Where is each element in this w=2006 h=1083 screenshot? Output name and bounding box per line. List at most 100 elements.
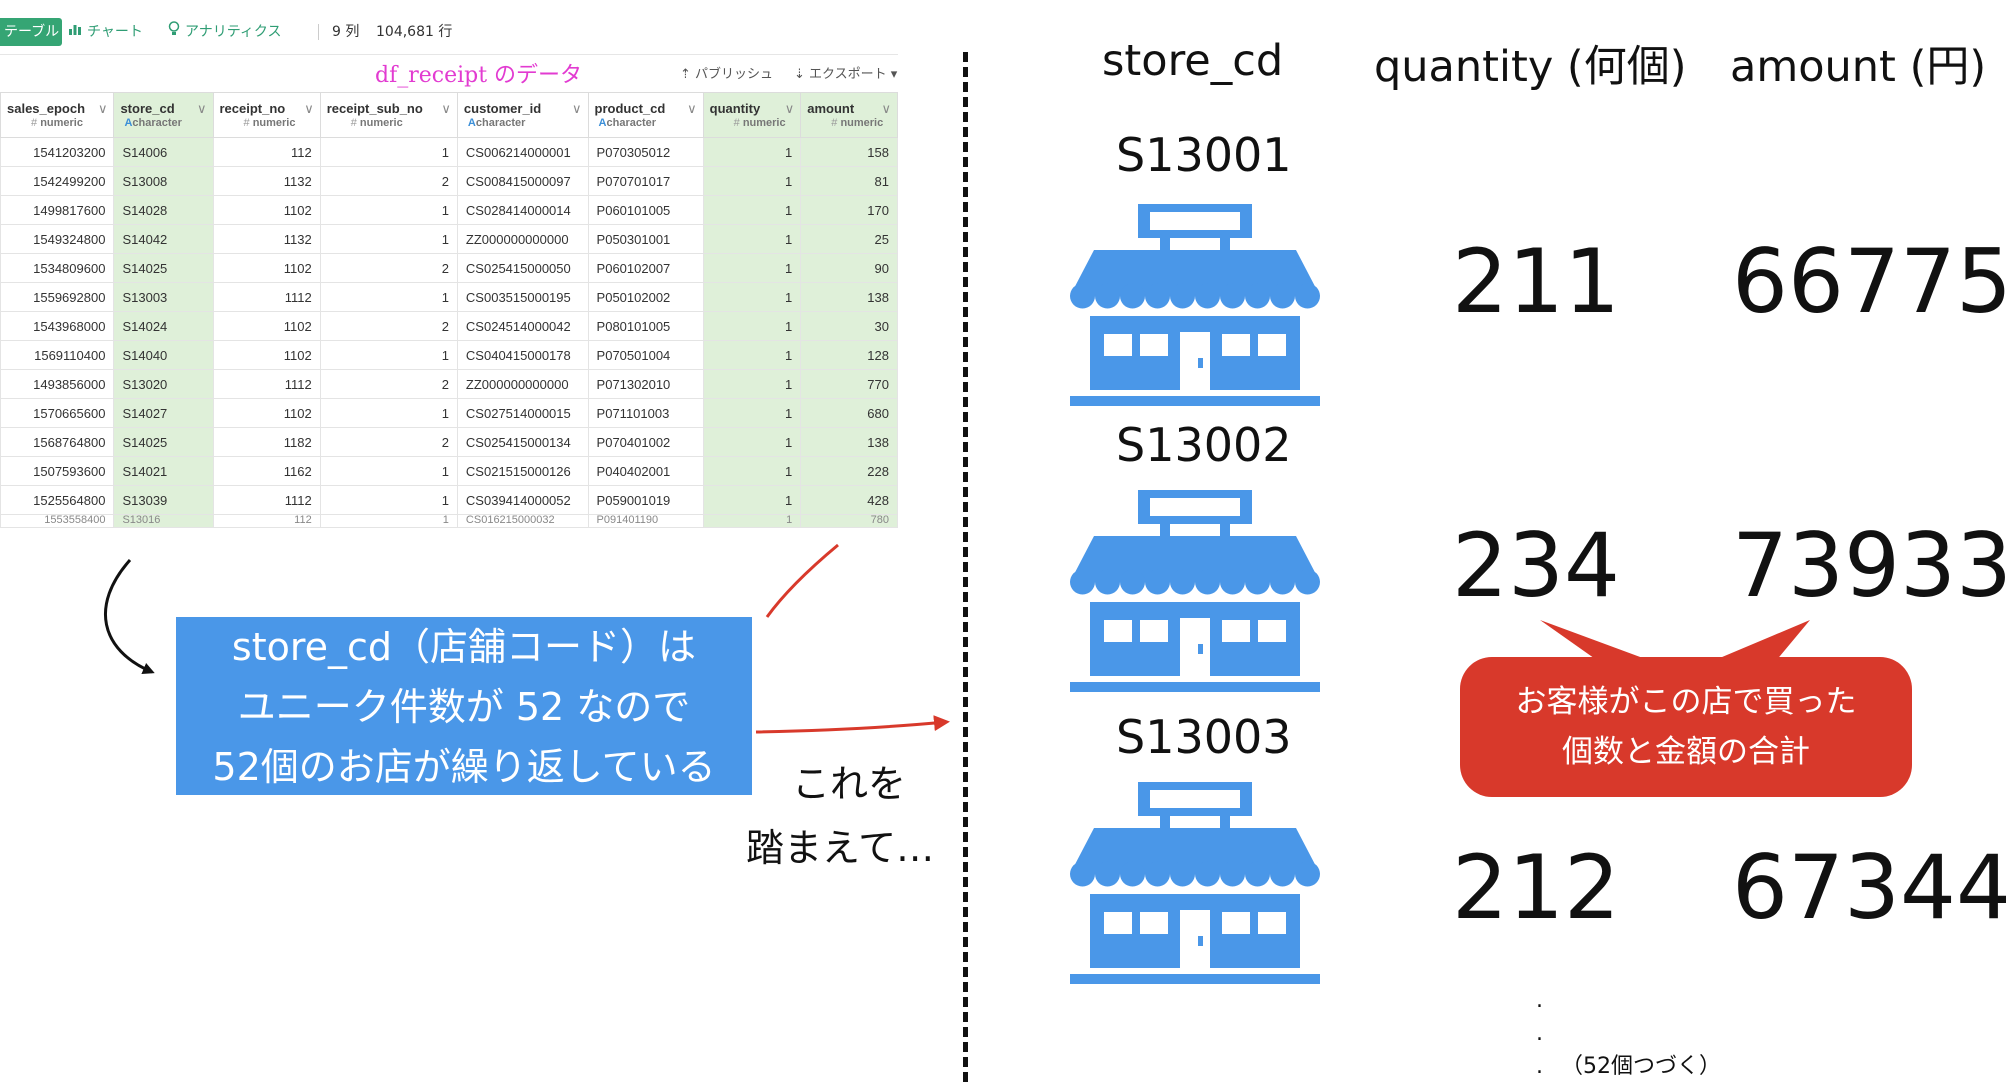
table-cell[interactable]: 1569110400 — [0, 340, 115, 370]
table-cell[interactable]: P071302010 — [587, 369, 704, 399]
table-cell[interactable]: 1525564800 — [0, 485, 115, 515]
table-cell[interactable]: 30 — [800, 311, 898, 341]
table-cell[interactable]: 1102 — [212, 195, 321, 225]
table-cell[interactable]: S14025 — [113, 427, 214, 457]
table-cell[interactable]: 1 — [319, 514, 458, 528]
table-cell[interactable]: P070401002 — [587, 427, 704, 457]
table-cell[interactable]: 1 — [319, 282, 458, 312]
table-cell[interactable]: 1 — [702, 253, 802, 283]
table-cell[interactable]: P050102002 — [587, 282, 704, 312]
table-cell[interactable]: 1 — [702, 485, 802, 515]
table-cell[interactable]: 1 — [702, 398, 802, 428]
table-cell[interactable]: 158 — [800, 137, 898, 167]
table-cell[interactable]: S14042 — [113, 224, 214, 254]
column-header-store-cd[interactable]: store_cd∨Acharacter — [113, 92, 214, 138]
table-cell[interactable]: 138 — [800, 427, 898, 457]
chevron-down-icon[interactable]: ∨ — [687, 101, 697, 116]
table-cell[interactable]: P071101003 — [587, 398, 704, 428]
table-cell[interactable]: 1 — [702, 282, 802, 312]
table-cell[interactable]: 1 — [702, 340, 802, 370]
table-cell[interactable]: S13016 — [113, 514, 214, 528]
table-cell[interactable]: 112 — [212, 514, 321, 528]
table-cell[interactable]: 1102 — [212, 398, 321, 428]
tab-chart[interactable]: チャート — [68, 18, 143, 46]
table-cell[interactable]: S13039 — [113, 485, 214, 515]
table-cell[interactable]: 1534809600 — [0, 253, 115, 283]
table-cell[interactable]: 138 — [800, 282, 898, 312]
table-cell[interactable]: 1499817600 — [0, 195, 115, 225]
table-cell[interactable]: 81 — [800, 166, 898, 196]
table-cell[interactable]: P040402001 — [587, 456, 704, 486]
table-cell[interactable]: 1 — [319, 224, 458, 254]
table-cell[interactable]: CS008415000097 — [456, 166, 589, 196]
table-cell[interactable]: P060101005 — [587, 195, 704, 225]
table-cell[interactable]: 1 — [319, 456, 458, 486]
table-cell[interactable]: ZZ000000000000 — [456, 369, 589, 399]
table-cell[interactable]: 1541203200 — [0, 137, 115, 167]
chevron-down-icon[interactable]: ∨ — [784, 101, 795, 116]
table-cell[interactable]: P050301001 — [587, 224, 704, 254]
table-cell[interactable]: 1182 — [212, 427, 321, 457]
table-cell[interactable]: 228 — [800, 456, 898, 486]
table-cell[interactable]: 2 — [319, 427, 458, 457]
table-cell[interactable]: P070305012 — [587, 137, 704, 167]
table-cell[interactable]: S14006 — [113, 137, 214, 167]
table-cell[interactable]: S14027 — [113, 398, 214, 428]
table-cell[interactable]: P070501004 — [587, 340, 704, 370]
chevron-down-icon[interactable]: ∨ — [97, 101, 108, 116]
table-cell[interactable]: 1493856000 — [0, 369, 115, 399]
column-header-customer-id[interactable]: customer_id∨Acharacter — [456, 92, 589, 138]
table-cell[interactable]: 1112 — [212, 485, 321, 515]
table-cell[interactable]: 1553558400 — [0, 514, 115, 528]
table-cell[interactable]: 780 — [800, 514, 898, 528]
table-cell[interactable]: 1 — [702, 514, 802, 528]
table-cell[interactable]: 1549324800 — [0, 224, 115, 254]
publish-button[interactable]: ⇡ パブリッシュ — [680, 67, 774, 82]
column-header-receipt-sub-no[interactable]: receipt_sub_no∨# numeric — [319, 92, 458, 138]
table-cell[interactable]: CS025415000050 — [456, 253, 589, 283]
chevron-down-icon[interactable]: ∨ — [304, 101, 314, 116]
tab-analytics[interactable]: アナリティクス — [168, 18, 281, 46]
table-cell[interactable]: CS028414000014 — [456, 195, 589, 225]
table-cell[interactable]: 25 — [800, 224, 898, 254]
column-header-quantity[interactable]: quantity∨# numeric — [702, 92, 802, 138]
table-cell[interactable]: 1 — [702, 427, 802, 457]
column-header-amount[interactable]: amount∨# numeric — [800, 92, 898, 138]
table-cell[interactable]: S14021 — [113, 456, 214, 486]
table-cell[interactable]: 1 — [702, 456, 802, 486]
table-cell[interactable]: 1102 — [212, 253, 321, 283]
table-cell[interactable]: S13020 — [113, 369, 214, 399]
table-cell[interactable]: 770 — [800, 369, 898, 399]
table-cell[interactable]: 1162 — [212, 456, 321, 486]
tab-table[interactable]: テーブル — [0, 18, 62, 46]
table-cell[interactable]: 1 — [702, 224, 802, 254]
chevron-down-icon[interactable]: ∨ — [572, 101, 582, 116]
table-cell[interactable]: 1559692800 — [0, 282, 115, 312]
table-cell[interactable]: S14040 — [113, 340, 214, 370]
chevron-down-icon[interactable]: ∨ — [441, 101, 451, 116]
table-cell[interactable]: 1112 — [212, 282, 321, 312]
table-cell[interactable]: CS027514000015 — [456, 398, 589, 428]
table-cell[interactable]: 428 — [800, 485, 898, 515]
table-cell[interactable]: 1102 — [212, 340, 321, 370]
table-cell[interactable]: 2 — [319, 369, 458, 399]
table-cell[interactable]: 1570665600 — [0, 398, 115, 428]
table-cell[interactable]: 1 — [702, 137, 802, 167]
table-cell[interactable]: 1132 — [212, 224, 321, 254]
table-cell[interactable]: S13003 — [113, 282, 214, 312]
column-header-receipt-no[interactable]: receipt_no∨# numeric — [212, 92, 321, 138]
table-cell[interactable]: CS024514000042 — [456, 311, 589, 341]
table-cell[interactable]: 1 — [702, 369, 802, 399]
table-cell[interactable]: CS039414000052 — [456, 485, 589, 515]
table-cell[interactable]: 128 — [800, 340, 898, 370]
table-cell[interactable]: CS025415000134 — [456, 427, 589, 457]
